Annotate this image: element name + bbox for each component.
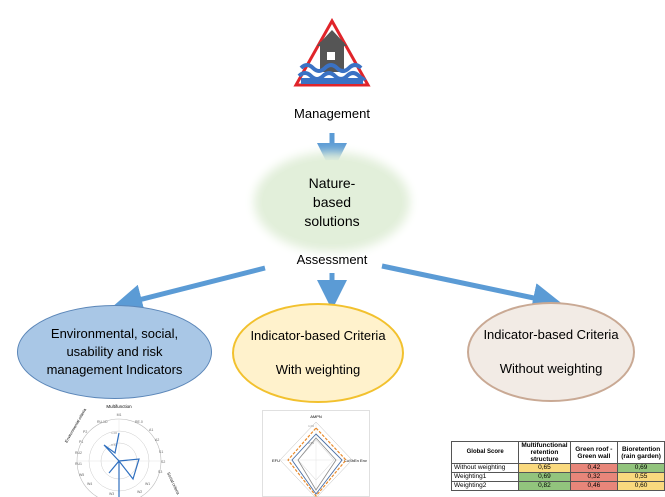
radar-left-axis-social: Social criteria (166, 471, 181, 496)
arrow-to-left-node (112, 265, 266, 314)
management-label: Management (294, 106, 370, 121)
radar-left-tick-m1: M1 (117, 413, 122, 417)
table-cell: 0,69 (518, 472, 571, 482)
radar-left-tick-re0: RE.0 (135, 420, 143, 424)
radar-left-tick-a1: A1 (149, 428, 153, 432)
unweighted-criteria-node: Indicator-based Criteria Without weighti… (467, 302, 635, 402)
table-row: Without weighting 0,65 0,42 0,69 (450, 463, 665, 473)
weighted-criteria-title: Indicator-based Criteria (250, 328, 386, 343)
indicators-line-2: usability and risk (66, 344, 163, 359)
radar-left-tick-s2: S2 (161, 460, 165, 464)
nbs-line-1: Nature- (308, 174, 356, 191)
global-score-table: Global Score Multifunctional retention s… (450, 441, 665, 491)
radar-mid-scale-max: 1.00 (308, 424, 314, 428)
radar-mid-axis-right: CoShEn Env (344, 458, 367, 463)
table-cell: 0,32 (569, 472, 619, 482)
flood-house-warning-icon (293, 18, 371, 87)
radar-left-tick-s3: S3 (158, 470, 162, 474)
radar-mid-scale-mid: 0.50 (308, 441, 314, 445)
radar-left-tick-w5: W5 (79, 473, 84, 477)
radar-left-tick-ru2: RU2 (75, 451, 82, 455)
radar-left-scale-max: 1.00 (111, 431, 117, 435)
radar-left-tick-p1: P1 (79, 440, 83, 444)
table-header-bioretention: Bioretention (rain garden) (617, 441, 665, 464)
radar-chart-weighted: AMPN EFU CoShEn Env 1.00 0.50 (262, 410, 370, 497)
table-cell: 0,69 (617, 463, 665, 473)
radar-left-tick-w4: W4 (87, 482, 92, 486)
indicators-node: Environmental, social, usability and ris… (17, 305, 212, 399)
indicators-line-1: Environmental, social, (50, 326, 179, 341)
nbs-node: Nature- based solutions (262, 160, 402, 244)
arrow-to-right-node (381, 263, 563, 313)
table-header-multifunctional: Multifunctional retention structure (518, 441, 571, 464)
radar-left-series (103, 432, 140, 497)
weighted-criteria-node: Indicator-based Criteria With weighting (232, 303, 404, 403)
radar-left-tick-p2: P2 (83, 430, 87, 434)
table-cell: 0,82 (518, 481, 571, 491)
indicators-line-3: management Indicators (46, 362, 183, 377)
table-cell: 0,46 (569, 481, 619, 491)
radar-left-tick-ru1d: RU.1D (97, 420, 108, 424)
table-header-global-score: Global Score (450, 441, 520, 464)
radar-chart-indicators: Multifunction Environmental criteria Soc… (64, 404, 181, 497)
radar-left-axis-top: Multifunction (106, 404, 132, 409)
unweighted-criteria-title: Indicator-based Criteria (483, 327, 619, 342)
assessment-label: Assessment (296, 252, 368, 267)
nbs-line-2: based (312, 193, 352, 210)
table-header-row: Global Score Multifunctional retention s… (450, 441, 665, 464)
nbs-line-3: solutions (304, 212, 360, 229)
weighted-criteria-subtitle: With weighting (275, 362, 361, 377)
radar-left-tick-w1: W1 (145, 482, 150, 486)
table-row: Weighting2 0,82 0,46 0,60 (450, 481, 665, 491)
table-cell: 0,42 (569, 463, 619, 473)
radar-left-tick-ru1: RU1 (75, 462, 82, 466)
table-row: Weighting1 0,69 0,32 0,55 (450, 472, 665, 482)
radar-left-tick-a2: A2 (155, 438, 159, 442)
radar-left-tick-w3: W3 (109, 492, 114, 496)
table-cell: 0,60 (617, 481, 665, 491)
radar-mid-axis-left: EFU (272, 458, 280, 463)
table-row-label: Weighting2 (450, 481, 520, 491)
radar-left-scale-mid: 0.50 (111, 443, 117, 447)
radar-mid-series-3 (297, 437, 337, 491)
table-row-label: Without weighting (450, 463, 520, 473)
radar-left-tick-w2: W2 (137, 490, 142, 494)
table-row-label: Weighting1 (450, 472, 520, 482)
radar-mid-axis-top: AMPN (310, 414, 322, 419)
radar-mid-series-2 (291, 433, 343, 495)
global-score-table-wrap: Global Score Multifunctional retention s… (450, 441, 665, 491)
table-header-green-roof: Green roof - Green wall (569, 441, 619, 464)
radar-left-tick-s1: S1 (159, 450, 163, 454)
table-cell: 0,65 (518, 463, 571, 473)
radar-mid-series-1 (287, 427, 347, 497)
table-cell: 0,55 (617, 472, 665, 482)
unweighted-criteria-subtitle: Without weighting (499, 361, 603, 376)
